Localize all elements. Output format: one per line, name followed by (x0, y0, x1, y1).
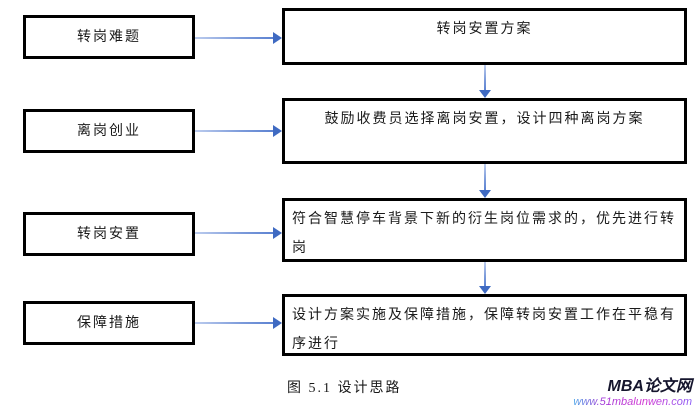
figure-caption: 图 5.1 设计思路 (287, 381, 402, 396)
flow-right-box-2: 鼓励收费员选择离岗安置，设计四种离岗方案 (282, 98, 687, 164)
arrow-down-icon-3 (479, 262, 491, 294)
arrow-right-icon-4 (195, 317, 282, 329)
flow-left-box-1: 转岗难题 (23, 15, 195, 59)
flow-right-text-1: 转岗安置方案 (436, 22, 533, 37)
flow-left-box-2: 离岗创业 (23, 109, 195, 153)
watermark-site-url: www.51mbalunwen.com (573, 395, 692, 408)
flow-left-box-3: 转岗安置 (23, 212, 195, 256)
watermark-site-name: MBA论文网 (607, 378, 692, 396)
arrow-down-icon-1 (479, 65, 491, 98)
flow-right-text-3: 符合智慧停车背景下新的衍生岗位需求的，优先进行转岗 (292, 212, 676, 256)
flow-right-box-4: 设计方案实施及保障措施，保障转岗安置工作在平稳有序进行 (282, 294, 687, 356)
arrow-down-icon-2 (479, 164, 491, 198)
flow-right-box-3: 符合智慧停车背景下新的衍生岗位需求的，优先进行转岗 (282, 198, 687, 262)
flow-left-label-2: 离岗创业 (77, 123, 141, 139)
flow-right-box-1: 转岗安置方案 (282, 8, 687, 65)
flow-right-text-2: 鼓励收费员选择离岗安置，设计四种离岗方案 (324, 112, 645, 127)
arrow-right-icon-2 (195, 125, 282, 137)
flow-left-box-4: 保障措施 (23, 301, 195, 345)
flow-right-text-4: 设计方案实施及保障措施，保障转岗安置工作在平稳有序进行 (292, 308, 676, 352)
watermark: MBA论文网 www.51mbalunwen.com (573, 378, 692, 408)
flow-left-label-4: 保障措施 (77, 315, 141, 331)
arrow-right-icon-3 (195, 227, 282, 239)
arrow-right-icon-1 (195, 32, 282, 44)
flow-left-label-1: 转岗难题 (77, 29, 141, 45)
flow-left-label-3: 转岗安置 (77, 226, 141, 242)
